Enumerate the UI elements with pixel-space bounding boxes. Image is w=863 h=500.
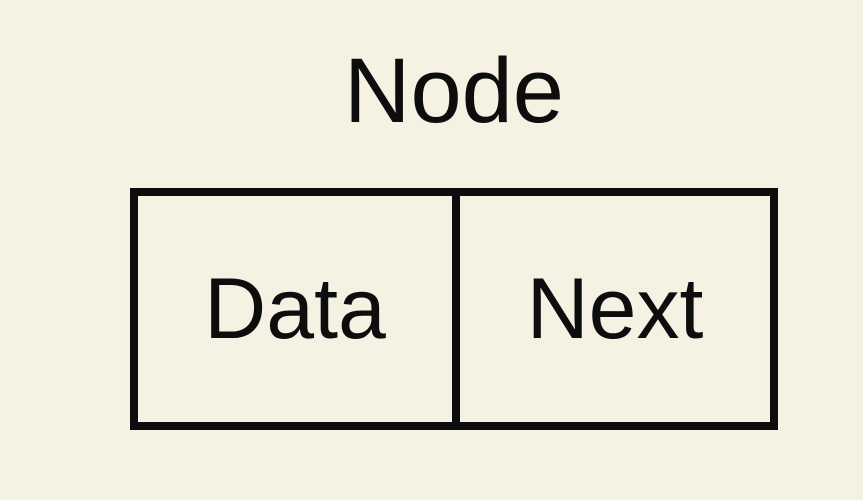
node-field-data-label: Data xyxy=(204,261,386,357)
node-field-next: Next xyxy=(460,196,770,422)
diagram-title: Node xyxy=(344,40,564,142)
node-field-next-label: Next xyxy=(526,261,704,357)
node-field-data: Data xyxy=(138,196,460,422)
node-box: Data Next xyxy=(130,188,778,430)
